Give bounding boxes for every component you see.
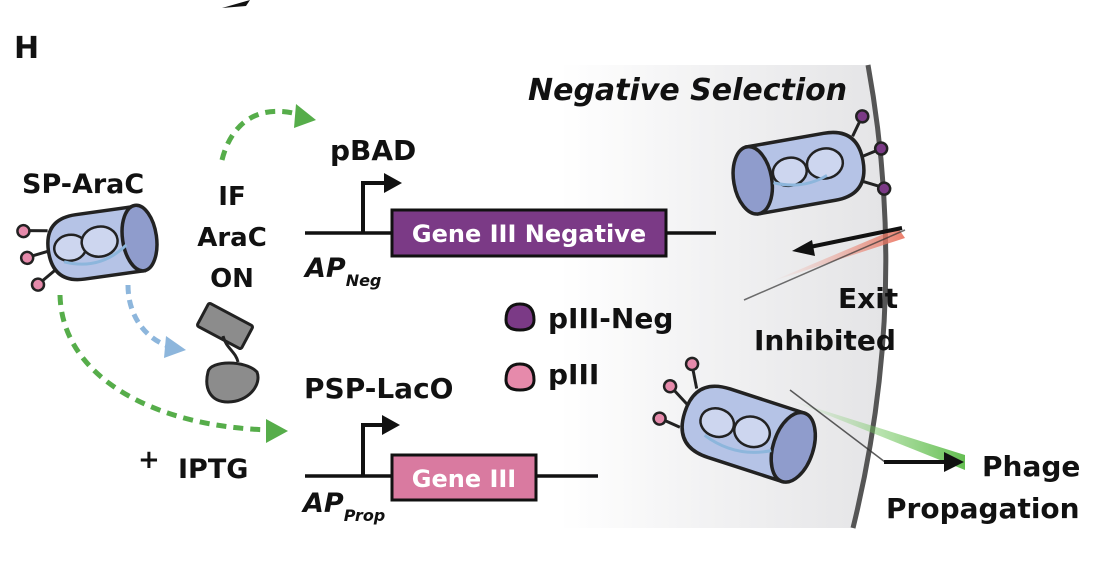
panel-label: H bbox=[14, 31, 39, 66]
propagation-label: Propagation bbox=[886, 492, 1080, 525]
sp-label: SP-AraC bbox=[22, 169, 144, 200]
condition-line-1: IF bbox=[218, 182, 245, 212]
legend-pIII-neg-icon bbox=[504, 302, 536, 332]
ap-prop-sub: Prop bbox=[344, 506, 386, 525]
psp-laco-label: PSP-LacO bbox=[304, 372, 453, 405]
green-arrow-to-pbad bbox=[219, 108, 305, 161]
gene-iii-negative-label: Gene III Negative bbox=[412, 220, 646, 248]
sp-phage-tail-fibers bbox=[16, 223, 57, 292]
phage-label: Phage bbox=[982, 450, 1080, 483]
pbad-promoter-arrow bbox=[361, 181, 388, 233]
top-arrow-fragment bbox=[222, 0, 250, 8]
negative-construct: pBAD Gene III Negative APNeg bbox=[303, 134, 716, 290]
green-arrowhead-bottom bbox=[266, 419, 288, 443]
legend: pIII-Neg pIII bbox=[504, 302, 673, 392]
gene-iii-box bbox=[390, 453, 538, 502]
blue-arrow-to-arac bbox=[125, 284, 173, 350]
green-arrow-to-psp bbox=[57, 294, 273, 433]
propagating-phage bbox=[652, 356, 818, 484]
legend-pIII-neg-label: pIII-Neg bbox=[548, 302, 673, 335]
exit-label: Exit bbox=[838, 282, 898, 315]
ap-prop-label: APProp bbox=[301, 488, 385, 525]
propagation-construct: PSP-LacO Gene III APProp bbox=[301, 372, 598, 525]
ap-neg-sub: Neg bbox=[346, 271, 382, 290]
condition-line-3: ON bbox=[210, 264, 254, 294]
ap-neg-main: AP bbox=[303, 253, 346, 284]
gene-iii-negative-box bbox=[390, 208, 668, 258]
propagating-phage-tail-fibers bbox=[652, 356, 700, 429]
ap-neg-label: APNeg bbox=[303, 253, 381, 290]
legend-pIII-icon bbox=[504, 362, 536, 392]
sp-phage bbox=[16, 203, 159, 292]
green-arrowhead-top bbox=[294, 104, 316, 128]
condition-line-2: AraC bbox=[197, 223, 267, 253]
legend-pIII-label: pIII bbox=[548, 358, 599, 391]
exit-inhibited-arrow bbox=[743, 226, 906, 301]
inhibited-phage-tail-fibers bbox=[851, 109, 892, 196]
inhibited-phage bbox=[731, 109, 892, 216]
ap-prop-main: AP bbox=[301, 488, 344, 519]
arac-protein bbox=[196, 301, 260, 404]
iptg-label: IPTG bbox=[178, 454, 248, 485]
inhibited-label: Inhibited bbox=[754, 324, 896, 357]
blue-arrowhead bbox=[164, 336, 186, 358]
cell-boundary-curve bbox=[850, 64, 889, 529]
section-title: Negative Selection bbox=[528, 73, 847, 108]
pbad-label: pBAD bbox=[330, 134, 416, 167]
iptg-plus: + bbox=[138, 445, 160, 475]
psp-promoter-arrow bbox=[361, 423, 386, 476]
gene-iii-label: Gene III bbox=[412, 465, 516, 493]
phage-propagation-arrow bbox=[789, 389, 965, 472]
